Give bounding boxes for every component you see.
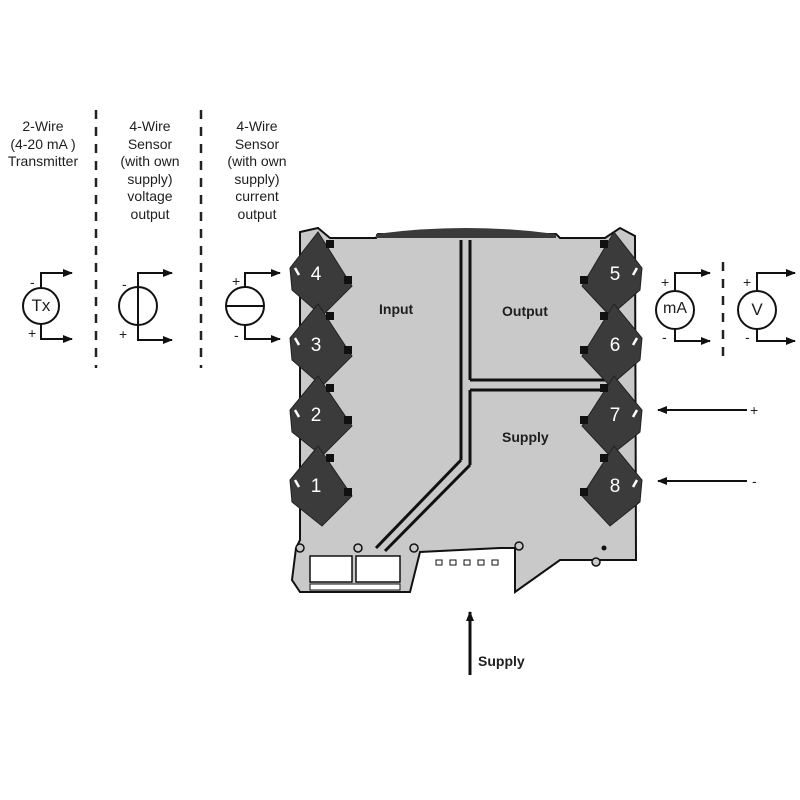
supply-minus-sign: - (752, 473, 757, 489)
tx-top-sign: - (30, 274, 35, 290)
terminal-4: 4 (310, 264, 322, 285)
voltmeter-icon (737, 269, 796, 345)
milliammeter-icon (655, 269, 711, 345)
terminal-5: 5 (609, 264, 621, 285)
right-terminals (581, 231, 643, 527)
v-symbol-label: V (751, 300, 763, 319)
terminal-6: 6 (609, 335, 621, 356)
terminal-1: 1 (310, 476, 322, 497)
output-section-label: Output (502, 303, 548, 319)
voltage-top-sign: - (122, 276, 127, 292)
caption-4wire-current: 4-Wire Sensor (with own supply) current … (227, 118, 287, 222)
caption-2wire-transmitter: 2-Wire (4-20 mA ) Transmitter (7, 118, 79, 169)
terminal-2: 2 (310, 405, 322, 426)
left-terminals (289, 231, 353, 527)
transmitter-icon (22, 269, 73, 343)
voltage-source-icon (118, 269, 173, 344)
bottom-supply-label: Supply (478, 653, 525, 669)
ma-bottom-sign: - (662, 329, 667, 345)
tx-bottom-sign: + (28, 325, 37, 341)
caption-4wire-voltage: 4-Wire Sensor (with own supply) voltage … (120, 118, 180, 222)
current-source-icon (225, 269, 281, 343)
terminal-3: 3 (310, 335, 322, 356)
terminal-8: 8 (609, 476, 621, 497)
ma-symbol-label: mA (663, 300, 687, 317)
supply-plus-sign: + (750, 402, 759, 418)
terminal-7: 7 (609, 405, 621, 426)
v-top-sign: + (743, 274, 752, 290)
voltage-bottom-sign: + (119, 326, 128, 342)
current-top-sign: + (232, 273, 241, 289)
v-bottom-sign: - (745, 329, 750, 345)
supply-section-label: Supply (502, 429, 549, 445)
ma-top-sign: + (661, 274, 670, 290)
current-bottom-sign: - (234, 327, 239, 343)
tx-symbol-label: Tx (31, 296, 51, 315)
input-section-label: Input (379, 301, 414, 317)
module-housing (290, 226, 638, 594)
